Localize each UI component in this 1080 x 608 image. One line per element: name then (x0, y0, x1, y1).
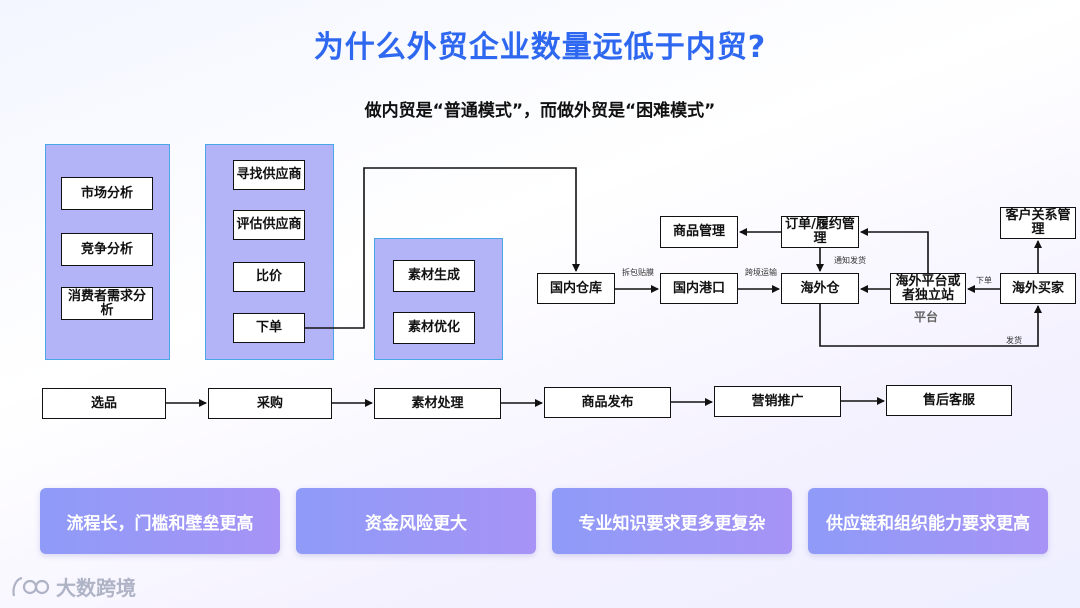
edge-label-deliver: 发货 (1006, 336, 1022, 345)
platform-node: 海外平台或者独立站 (890, 273, 966, 304)
brand-logo: 大数跨境 (10, 572, 136, 601)
edge-label-ship: 跨境运输 (745, 268, 777, 277)
card-capital-risk: 资金风险更大 (296, 488, 536, 554)
compare-price-node: 比价 (233, 262, 305, 292)
edge-label-notify: 通知发货 (834, 256, 866, 265)
product-management-node: 商品管理 (660, 216, 738, 248)
domestic-warehouse-node: 国内仓库 (537, 273, 615, 304)
page-subtitle: 做内贸是“普通模式”，而做外贸是“困难模式” (364, 101, 716, 121)
card-long-process: 流程长，门槛和壁垒更高 (40, 488, 280, 554)
arrow-overseas-to-buyer (819, 304, 1042, 347)
edge-label-order: 下单 (976, 276, 992, 285)
arrow-platform-to-order (860, 228, 929, 273)
stage-selection: 选品 (42, 388, 166, 419)
consumer-demand-node: 消费者需求分析 (61, 287, 153, 320)
platform-label: 平台 (914, 310, 939, 324)
market-analysis-node: 市场分析 (61, 177, 153, 210)
overseas-warehouse-node: 海外仓 (781, 273, 859, 304)
crm-node: 客户关系管理 (1000, 207, 1076, 239)
overseas-buyer-node: 海外买家 (1000, 273, 1076, 304)
card-supply-chain: 供应链和组织能力要求更高 (808, 488, 1048, 554)
find-supplier-node: 寻找供应商 (233, 160, 305, 190)
stage-procurement: 采购 (208, 388, 332, 419)
evaluate-supplier-node: 评估供应商 (233, 210, 305, 240)
stage-publish: 商品发布 (544, 387, 671, 418)
domestic-port-node: 国内港口 (660, 273, 738, 304)
edge-label-pack: 拆包贴膜 (622, 268, 654, 277)
material-generation-node: 素材生成 (393, 260, 475, 292)
stage-marketing: 营销推广 (714, 386, 841, 417)
stage-material: 素材处理 (374, 388, 501, 419)
logo-text: 大数跨境 (56, 576, 136, 600)
arrow-order-to-warehouse (305, 167, 580, 329)
material-optimization-node: 素材优化 (393, 312, 475, 344)
competition-analysis-node: 竞争分析 (61, 233, 153, 266)
place-order-node: 下单 (233, 313, 305, 343)
stage-aftersales: 售后客服 (886, 385, 1012, 416)
logo-icon (12, 576, 50, 596)
card-expertise: 专业知识要求更多更复杂 (552, 488, 792, 554)
page-title: 为什么外贸企业数量远低于内贸? (313, 30, 767, 65)
order-management-node: 订单/履约管理 (781, 216, 859, 248)
